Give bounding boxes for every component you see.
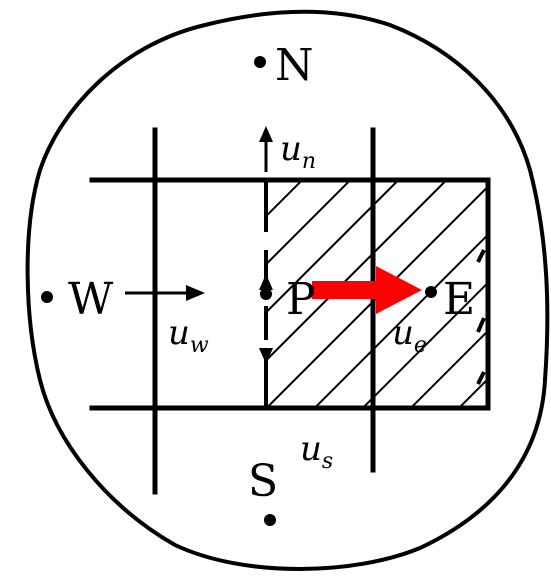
velocity-label-south: us [300, 429, 333, 474]
node-label-east: E [443, 274, 475, 325]
velocity-label-west: uw [168, 313, 209, 358]
node-label-north: N [275, 40, 314, 91]
node-dot-east [425, 286, 437, 298]
node-label-west: W [68, 274, 114, 325]
red-flux-arrow [312, 266, 422, 314]
node-dot-north [254, 56, 266, 68]
node-dot-south [264, 514, 276, 526]
domain-boundary [25, 9, 550, 571]
velocity-label-north: un [280, 129, 316, 174]
node-dot-center [260, 288, 272, 300]
grid-lines [89, 127, 491, 495]
u-w-arrow [125, 285, 205, 301]
u-n-arrow [259, 126, 273, 172]
node-dots [41, 56, 437, 526]
node-dot-west [41, 291, 53, 303]
right-edge-ticks [476, 249, 486, 385]
p-flow-arrow [259, 274, 273, 364]
node-label-south: S [248, 456, 278, 507]
node-label-center: P [286, 274, 316, 325]
velocity-label-east: ue [392, 313, 427, 358]
